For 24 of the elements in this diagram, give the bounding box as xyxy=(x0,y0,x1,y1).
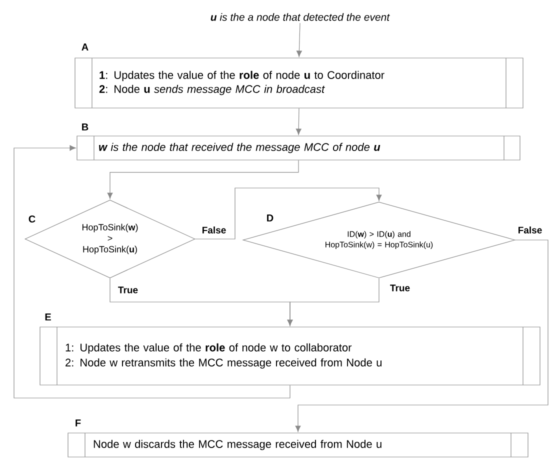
process-box: 1: Updates the value of the role of node w to collaborator 2: Node w retransmits the MCC message received from Node u xyxy=(40,326,540,386)
step-letter: F xyxy=(76,420,81,426)
edge-label: False xyxy=(516,226,544,234)
arrow xyxy=(107,160,299,199)
arrow xyxy=(296,108,302,135)
process-box: Node w discards the MCC message received from Node u xyxy=(68,432,528,458)
node-label: 1: Updates the value of the role of node u to Coordinator xyxy=(100,70,384,82)
arrow xyxy=(295,240,548,432)
step-letter: E xyxy=(45,314,51,320)
arrow xyxy=(195,188,382,240)
arrow xyxy=(287,278,380,326)
process-box: w is the node that received the message MCC of node u xyxy=(76,136,520,160)
arrow xyxy=(14,145,290,398)
step-letter: C xyxy=(28,215,36,223)
process-box: 1: Updates the value of the role of node u to Coordinator 2: Node u sends message MCC in broadcast xyxy=(74,58,524,108)
edge-label: True xyxy=(388,284,412,292)
start-note: u is the a node that detected the event xyxy=(210,13,390,21)
edge-label: False xyxy=(200,226,228,234)
edge-label: True xyxy=(116,286,140,294)
node-label: 2: Node u sends message MCC in broadcast xyxy=(99,84,325,96)
step-letter: A xyxy=(82,44,88,50)
arrow xyxy=(296,22,302,57)
step-letter: D xyxy=(267,214,274,222)
step-letter: B xyxy=(82,124,88,130)
